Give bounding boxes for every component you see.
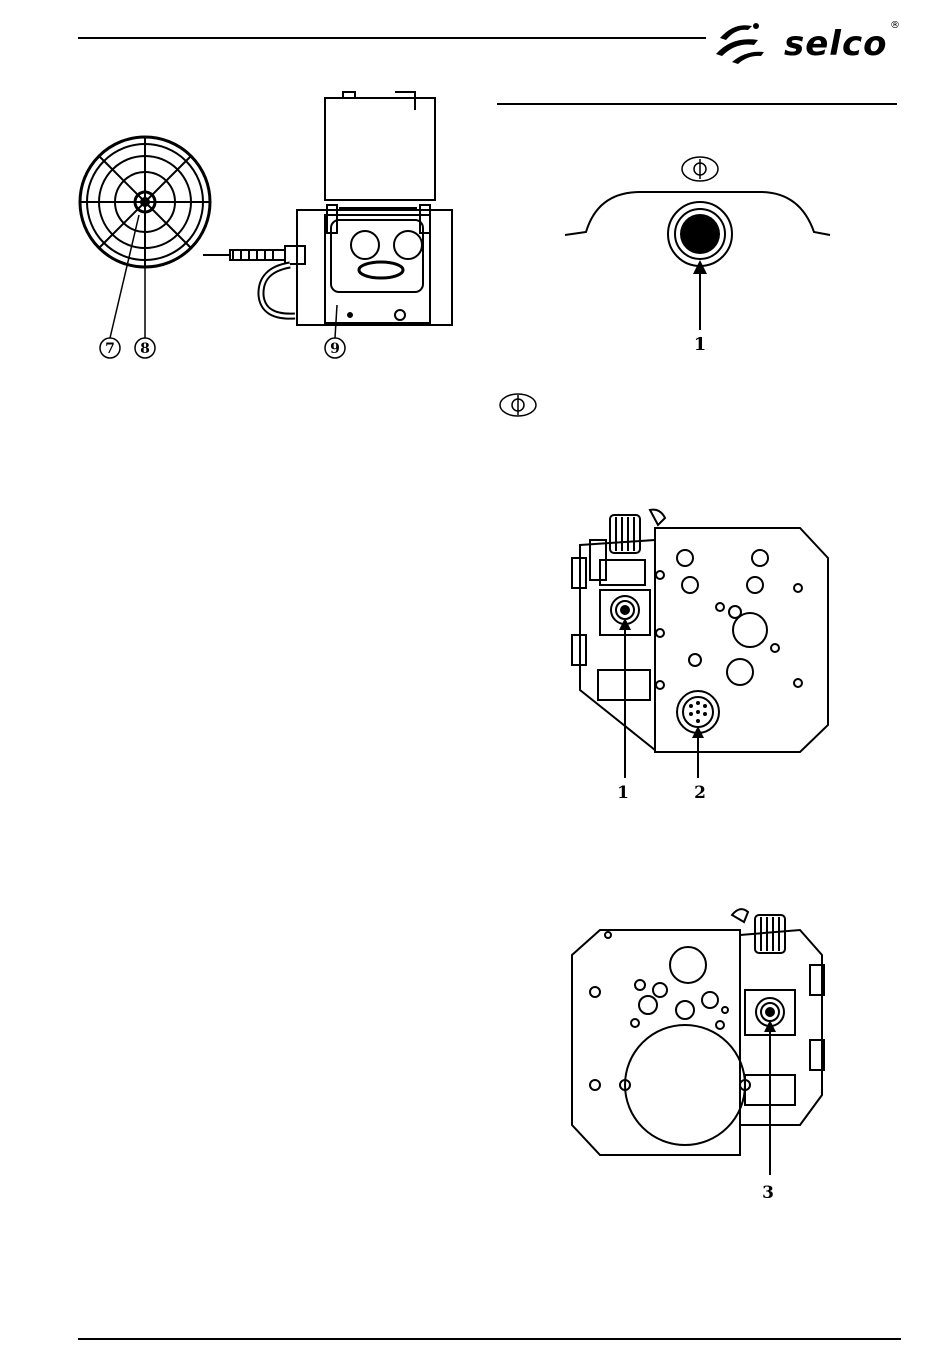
brand-name: selco: [784, 24, 887, 64]
rear-callout-3: 3: [762, 1183, 774, 1203]
rear-panel-figure: 3: [560, 900, 845, 1210]
polarity-symbol-icon: [682, 157, 718, 181]
socket-callout-1: 1: [694, 334, 707, 355]
footer-rule: [78, 1338, 901, 1340]
spool-figure: 7 8 9: [75, 90, 465, 375]
spool-callout-9: 9: [330, 341, 340, 357]
selco-logo: selco ®: [712, 18, 902, 70]
polarity-note-icon-wrap: [498, 392, 538, 418]
spool-callout-8: 8: [140, 341, 150, 357]
registered-mark: ®: [890, 20, 900, 31]
header-rule: [78, 37, 706, 39]
front-panel-figure: 1 2: [560, 500, 845, 810]
spool-callout-7: 7: [105, 341, 115, 357]
polarity-symbol-icon: [498, 392, 538, 418]
front-callout-2: 2: [694, 783, 706, 803]
front-callout-1: 1: [617, 783, 629, 803]
section-rule: [497, 103, 897, 105]
socket-figure: 1: [560, 150, 840, 360]
